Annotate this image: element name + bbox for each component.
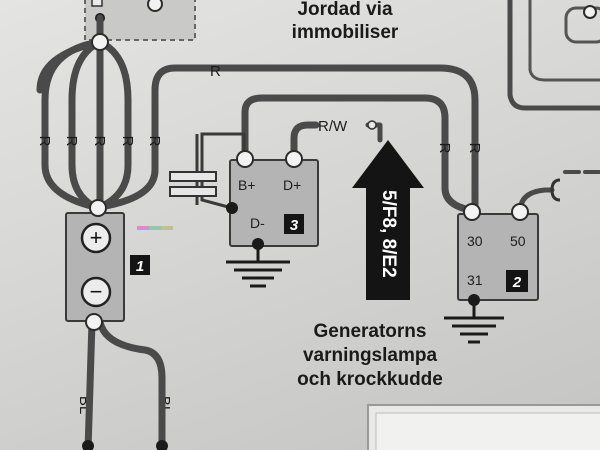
- reference-arrow: 5/F8, 8/E2: [352, 140, 424, 300]
- wire-label-rw: R/W: [318, 118, 348, 135]
- wire-label-r: R: [436, 143, 453, 154]
- wire-label-r: R: [36, 136, 53, 147]
- starter-ground: [444, 294, 504, 344]
- suppressor-capacitor: [169, 171, 217, 197]
- caption-line2: varningslampa: [303, 345, 438, 366]
- top-label-line2: immobiliser: [292, 22, 399, 43]
- wire-label-r: R: [63, 136, 80, 147]
- battery-ground-wires: [82, 318, 168, 450]
- terminal-nodes: [85, 33, 529, 331]
- battery-plus-symbol: +: [90, 225, 103, 250]
- top-label-line1: Jordad via: [297, 0, 392, 20]
- wire-label-r: R: [146, 136, 163, 147]
- wire-label-r: R: [466, 143, 483, 154]
- alternator-ground: [226, 238, 290, 288]
- alternator-tag: 3: [290, 217, 299, 234]
- starter-component: 30 50 31 2: [457, 213, 539, 301]
- terminal-31: 31: [467, 272, 483, 288]
- arrow-reference-text: 5/F8, 8/E2: [378, 190, 399, 278]
- alternator-component: B+ D+ D- 3: [229, 159, 319, 247]
- starter-tag: 2: [512, 274, 522, 291]
- terminal-d-plus: D+: [283, 177, 301, 193]
- alternator-wiring: [195, 94, 600, 215]
- terminal-d-minus: D-: [250, 215, 265, 231]
- caption: Generatorns varningslampa och krockkudde: [297, 321, 443, 390]
- right-edge-component: [507, 0, 600, 111]
- terminal-b-plus: B+: [238, 177, 256, 193]
- caption-line3: och krockkudde: [297, 369, 443, 390]
- wire-label-r: R: [119, 136, 136, 147]
- battery-tag: 1: [136, 258, 144, 275]
- caption-line1: Generatorns: [314, 321, 427, 342]
- battery-component: + − 1: [65, 212, 173, 322]
- wire-label-r: R: [91, 136, 108, 147]
- terminal-50: 50: [510, 233, 526, 249]
- battery-minus-symbol: −: [90, 279, 103, 304]
- wire-label-top-r: R: [210, 63, 221, 80]
- page-corner-box: [367, 404, 600, 450]
- terminal-30: 30: [467, 233, 483, 249]
